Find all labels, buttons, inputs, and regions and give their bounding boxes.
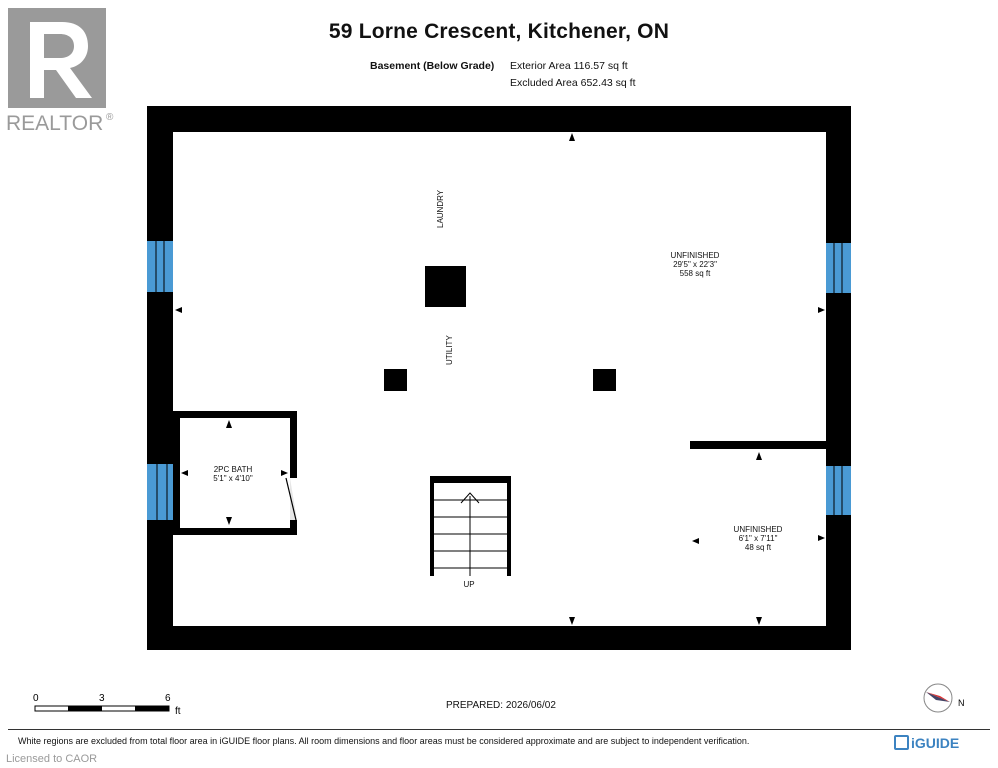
scale-bar: 0 3 6 ft	[33, 693, 181, 717]
room-label-laundry: LAUNDRY	[436, 189, 445, 228]
page-title: 59 Lorne Crescent, Kitchener, ON	[328, 20, 670, 43]
room-label-bath: 2PC BATH	[214, 465, 253, 474]
scale-tick-0: 0	[33, 693, 39, 704]
partition-wall	[690, 441, 826, 449]
chimney-column	[425, 266, 466, 307]
room-label-unfinished-main: UNFINISHED	[671, 251, 720, 260]
support-column-right	[593, 369, 616, 391]
floor-level-label: Basement (Below Grade)	[370, 60, 495, 72]
window-right-upper	[826, 243, 851, 293]
excluded-area: Excluded Area 652.43 sq ft	[510, 77, 636, 89]
iguide-logo-icon	[894, 735, 909, 750]
compass-icon: N	[923, 683, 965, 713]
compass-north-label: N	[958, 698, 965, 708]
room-dims-unfinished-small: 6'1" x 7'11"	[739, 534, 778, 543]
room-label-unfinished-small: UNFINISHED	[734, 525, 783, 534]
scale-unit: ft	[175, 706, 181, 717]
footer-divider	[8, 729, 990, 730]
brand-name: iGUIDE	[911, 735, 960, 751]
license-note: Licensed to CAOR	[6, 753, 98, 765]
window-left-upper	[147, 241, 173, 292]
exterior-walls	[147, 106, 851, 650]
exterior-area: Exterior Area 116.57 sq ft	[510, 60, 628, 72]
stairs-label: UP	[463, 580, 474, 589]
dimension-arrows	[175, 133, 825, 625]
realtor-mark-icon	[8, 8, 106, 108]
bathroom-walls	[173, 411, 297, 535]
support-column-left	[384, 369, 407, 391]
realtor-wordmark: REALTOR	[6, 112, 103, 135]
room-area-unfinished-main: 558 sq ft	[680, 269, 711, 278]
iguide-logo: iGUIDE	[894, 735, 959, 751]
room-dims-bath: 5'1" x 4'10"	[213, 474, 253, 483]
bath-door	[285, 477, 297, 521]
room-label-utility: UTILITY	[445, 335, 454, 365]
window-right-lower	[826, 466, 851, 515]
registered-mark: ®	[106, 112, 114, 123]
room-area-unfinished-small: 48 sq ft	[745, 543, 772, 552]
staircase	[430, 476, 511, 576]
room-dims-unfinished-main: 29'5" x 22'3"	[673, 260, 717, 269]
scale-tick-3: 3	[99, 693, 105, 704]
disclaimer-text: White regions are excluded from total fl…	[18, 736, 750, 746]
scale-tick-6: 6	[165, 693, 171, 704]
realtor-logo: REALTOR ®	[6, 8, 114, 135]
prepared-date: PREPARED: 2026/06/02	[446, 700, 556, 711]
